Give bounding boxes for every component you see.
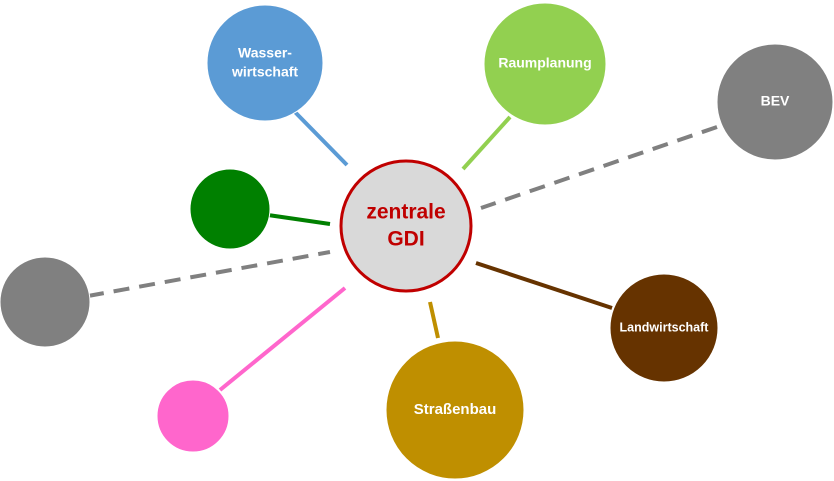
connector-landwirtschaft [475,261,613,310]
node-pink [156,379,230,453]
node-green [189,168,271,250]
node-grey-left [0,256,91,348]
node-landwirtschaft: Landwirtschaft [609,273,719,383]
connector-wasserwirtschaft [289,106,349,167]
node-bev-label: BEV [761,93,790,109]
node-wasserwirtschaft: Wasser- wirtschaft [206,4,324,122]
node-landwirtschaft-label: Landwirtschaft [620,320,710,334]
connector-pink [218,286,347,392]
connector-raumplanung [461,115,512,171]
node-bev: BEV [716,43,834,161]
connector-grey-left-dashed [87,250,331,298]
center-label-line1: zentrale [366,201,445,224]
node-raumplanung: Raumplanung [483,2,607,126]
node-center-gdi: zentrale GDI [339,159,473,293]
connector-strassenbau [428,301,440,339]
node-wasserwirtschaft-label-line1: Wasser- [238,45,292,61]
node-strassenbau-label: Straßenbau [414,401,497,418]
connector-bev-dashed [480,125,718,210]
center-label-line2: GDI [387,228,424,251]
node-wasserwirtschaft-label-line2: wirtschaft [231,64,298,80]
node-strassenbau: Straßenbau [385,340,525,480]
node-raumplanung-label: Raumplanung [498,55,591,71]
connector-green [267,213,331,226]
